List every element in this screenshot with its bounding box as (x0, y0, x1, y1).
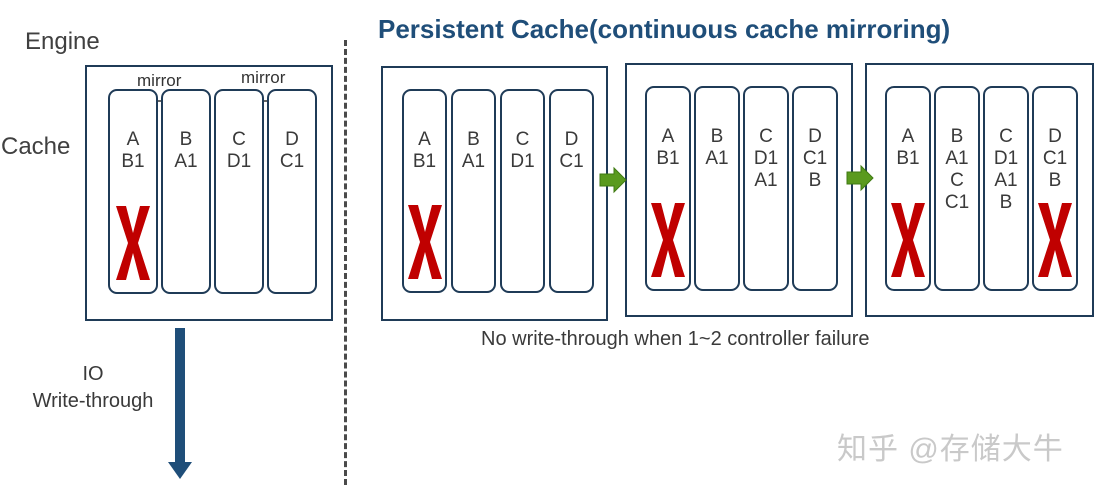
cache-block-label: B1 (896, 148, 920, 169)
io-label: IO Write-through (20, 361, 166, 415)
cache-block-label: A (901, 126, 915, 147)
cache-block-label: C (999, 126, 1013, 147)
cache-block-label: D1 (753, 148, 779, 169)
cache-block-label: C1 (279, 151, 305, 172)
cache-block-label: D (564, 129, 579, 150)
cache-block-label: C (950, 170, 964, 191)
cache-block-label: D (808, 126, 822, 147)
cache-block-label: A1 (994, 170, 1018, 191)
green-right-arrow-icon (599, 166, 627, 194)
cache-block-label: B (950, 126, 964, 147)
cache-block-label: B (467, 129, 480, 150)
io-label-line: IO (82, 363, 104, 385)
cache-block-label: B (1048, 170, 1062, 191)
green-right-arrow-icon (846, 164, 874, 192)
mirror-label: mirror (241, 68, 286, 87)
cache-block-label: B (999, 192, 1013, 213)
cache-block-label: A1 (461, 151, 486, 172)
diagram-title: Persistent Cache(continuous cache mirror… (378, 14, 951, 44)
cache-block-label: A1 (945, 148, 969, 169)
io-down-arrow-icon (168, 328, 192, 479)
failure-x-icon (408, 205, 442, 279)
cache-block-label: B1 (656, 148, 680, 169)
cache-block-label: D (1048, 126, 1062, 147)
cache-block-label: A (661, 126, 675, 147)
cache-block-label: A (418, 129, 431, 150)
cache-block-label: B (710, 126, 724, 147)
failure-x-icon (651, 203, 685, 277)
engine-label: Engine (25, 28, 100, 55)
cache-block-label: C1 (1042, 148, 1068, 169)
failure-x-icon (891, 203, 925, 277)
cache-block-label: C1 (559, 151, 584, 172)
failure-x-icon (116, 206, 150, 280)
cache-block-label: C1 (944, 192, 970, 213)
cache-block-label: A (126, 129, 140, 150)
cache-block-label: C (759, 126, 773, 147)
cache-block-label: C (232, 129, 246, 150)
cache-block-label: C1 (802, 148, 828, 169)
cache-block-label: D1 (993, 148, 1019, 169)
io-label-line: Write-through (32, 390, 154, 412)
cache-block-label: B (179, 129, 193, 150)
watermark: 知乎 @存储大牛 (837, 433, 1064, 466)
cache-block-label: A1 (174, 151, 198, 172)
cache-block-label: D1 (226, 151, 252, 172)
cache-block-label: D (285, 129, 299, 150)
cache-label: Cache (1, 133, 71, 160)
cache-block-label: B1 (121, 151, 145, 172)
cache-block-label: C (515, 129, 530, 150)
cache-block-label: B (808, 170, 822, 191)
section-divider (344, 40, 347, 485)
failure-x-icon (1038, 203, 1072, 277)
cache-block-label: B1 (412, 151, 437, 172)
cache-block-label: A1 (754, 170, 778, 191)
cache-block-label: D1 (510, 151, 535, 172)
cache-block-label: A1 (705, 148, 729, 169)
mirror-label: mirror (137, 71, 182, 90)
caption: No write-through when 1~2 controller fai… (481, 328, 870, 350)
